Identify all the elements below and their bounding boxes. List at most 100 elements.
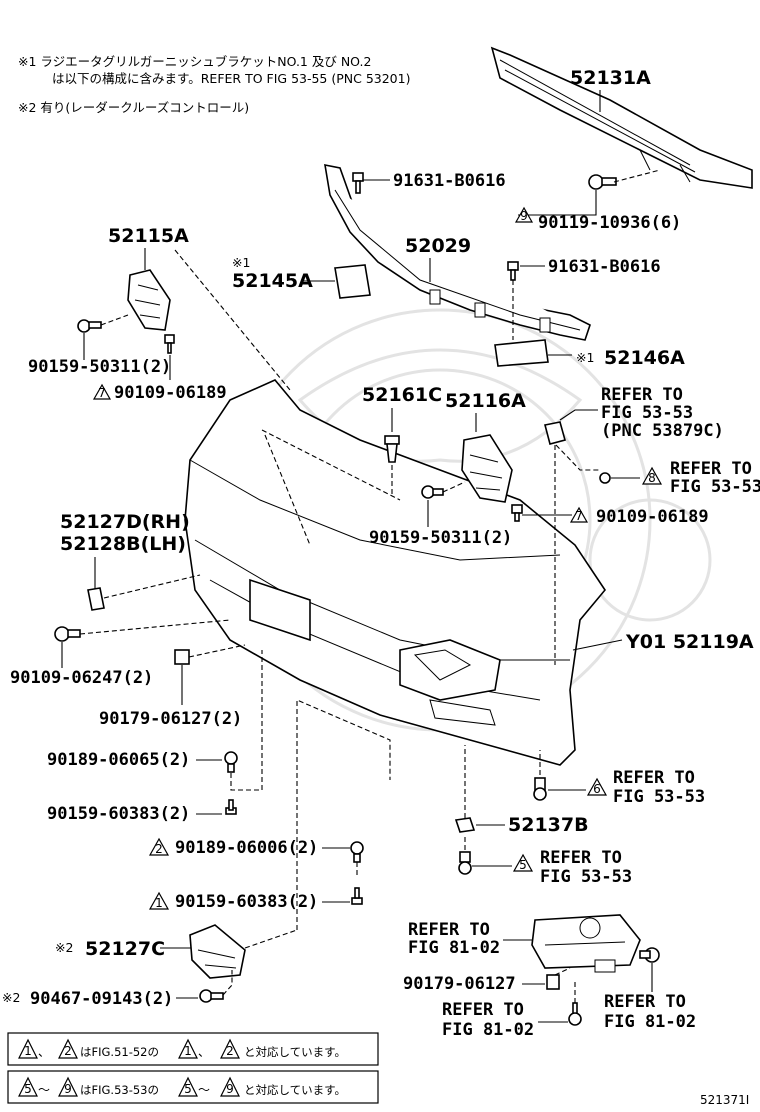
part-52029-label: 52029 [405, 235, 471, 257]
bolt-icon [421, 485, 444, 499]
clip-icon [384, 435, 400, 463]
screw-icon [511, 504, 523, 522]
part-52128b-label: 52128B(LH) [60, 533, 186, 555]
part-90159-50311-mid-label: 90159-50311(2) [369, 528, 512, 548]
legend-triangle-2b-icon [220, 1038, 240, 1059]
refer-fog-line-2: FIG 81-02 [408, 938, 500, 958]
triangle-2-label: 2 [155, 842, 163, 856]
triangle-7-icon [92, 383, 112, 400]
refer-6-line-2: FIG 53-53 [613, 787, 705, 807]
legend-triangle-1b-icon [178, 1038, 198, 1059]
refer-53879c-line-2: FIG 53-53 [601, 403, 693, 423]
refer-5-line-2: FIG 53-53 [540, 867, 632, 887]
clip-icon [350, 841, 364, 863]
refer-fog-line-1: REFER TO [408, 920, 490, 940]
part-90109-06189-right-label: 90109-06189 [596, 507, 709, 527]
part-90179-06127-b-label: 90179-06127 [403, 974, 516, 994]
grille-bracket-right-part [494, 339, 549, 367]
bolt-icon [588, 174, 617, 190]
svg-text:と対応しています。: と対応しています。 [244, 1083, 346, 1097]
refer-53879c-line-3: (PNC 53879C) [601, 421, 724, 441]
triangle-6-icon [586, 777, 608, 796]
screw-icon [568, 1002, 582, 1026]
refer-6-line-1: REFER TO [613, 768, 695, 788]
clip-icon [458, 851, 472, 875]
triangle-7-label: 7 [98, 386, 106, 400]
svg-text:と対応しています。: と対応しています。 [244, 1045, 346, 1059]
part-52127c-label: 52127C [85, 938, 165, 960]
screw-icon [225, 799, 237, 815]
part-52127c-mark: ※2 [55, 940, 73, 955]
svg-text:9: 9 [64, 1082, 72, 1096]
bolt-icon [54, 626, 81, 642]
triangle-9-icon [514, 206, 534, 223]
legend-triangle-1-icon [18, 1038, 38, 1059]
part-90189-06065-label: 90189-06065(2) [47, 750, 190, 770]
triangle-7-icon [569, 506, 589, 523]
bumper-support-part [324, 163, 591, 341]
part-52145a-mark: ※1 [232, 255, 250, 270]
fog-lamp-part [531, 914, 641, 973]
part-91631-mid-label: 91631-B0616 [548, 257, 661, 277]
legend-triangle-2-icon [58, 1038, 78, 1059]
refer-8-line-1: REFER TO [670, 459, 752, 479]
part-90159-60383-b-label: 90159-60383(2) [175, 892, 318, 912]
legend-triangle-5b-icon [178, 1076, 198, 1097]
refer-5-line-1: REFER TO [540, 848, 622, 868]
triangle-6-label: 6 [593, 782, 601, 796]
note-1-line-1: ※1 ラジエータグリルガーニッシュブラケットNO.1 及び NO.2 [18, 54, 371, 69]
legend-triangle-5-icon [18, 1076, 38, 1097]
part-90119-label: 90119-10936(6) [538, 213, 681, 233]
note-1-line-2: は以下の構成に含みます。REFER TO FIG 53-55 (PNC 5320… [52, 71, 410, 86]
screw-icon [507, 261, 519, 281]
triangle-9-label: 9 [520, 209, 528, 223]
triangle-5-label: 5 [519, 858, 527, 872]
screw-icon [599, 472, 611, 484]
lower-bracket-part [87, 587, 105, 611]
bolt-icon [77, 319, 102, 333]
refer-br-line-2: FIG 81-02 [604, 1012, 696, 1032]
svg-text:〜: 〜 [198, 1083, 210, 1097]
svg-text:2: 2 [64, 1044, 72, 1058]
note-2: ※2 有り(レーダークルーズコントロール) [18, 100, 249, 115]
screw-icon [351, 887, 363, 905]
part-52116a-label: 52116A [445, 390, 526, 412]
nut-icon [546, 974, 560, 990]
part-52131a-label: 52131A [570, 67, 651, 89]
svg-text:はFIG.51-52の: はFIG.51-52の [80, 1045, 159, 1059]
part-90467-label: 90467-09143(2) [30, 989, 173, 1009]
svg-text:、: 、 [38, 1045, 50, 1059]
screw-icon [164, 334, 175, 354]
part-90189-06006-label: 90189-06006(2) [175, 838, 318, 858]
part-52115a-label: 52115A [108, 225, 189, 247]
part-90159-50311-left-label: 90159-50311(2) [28, 357, 171, 377]
clip-icon [533, 777, 547, 801]
grille-bracket-left-part [334, 264, 371, 299]
triangle-1-icon [148, 891, 170, 910]
part-52127d-label: 52127D(RH) [60, 511, 190, 533]
bumper-cover-part [184, 379, 606, 766]
nut-icon [174, 649, 190, 665]
clip-icon [224, 751, 238, 773]
bracket-icon [544, 421, 566, 445]
svg-text:2: 2 [226, 1044, 234, 1058]
svg-text:、: 、 [198, 1045, 210, 1059]
svg-text:5: 5 [24, 1082, 32, 1096]
seal-icon [454, 817, 476, 833]
svg-text:はFIG.53-53の: はFIG.53-53の [80, 1083, 159, 1097]
triangle-8-label: 8 [648, 471, 656, 485]
energy-absorber-part [490, 46, 753, 189]
legend-box-1: 1 、 2 はFIG.51-52の 1 、 2 と対応しています。 [7, 1032, 379, 1066]
side-retainer-left-part [127, 269, 171, 331]
part-52145a-label: 52145A [232, 270, 313, 292]
triangle-2-icon [148, 837, 170, 856]
part-52137b-label: 52137B [508, 814, 589, 836]
svg-text:〜: 〜 [38, 1083, 50, 1097]
part-52146a-mark: ※1 [576, 350, 594, 365]
screw-icon [352, 172, 364, 194]
triangle-1-label: 1 [155, 896, 163, 910]
radar-bracket-part [189, 924, 246, 979]
refer-8-line-2: FIG 53-53 [670, 477, 760, 497]
svg-text:1: 1 [184, 1044, 192, 1058]
